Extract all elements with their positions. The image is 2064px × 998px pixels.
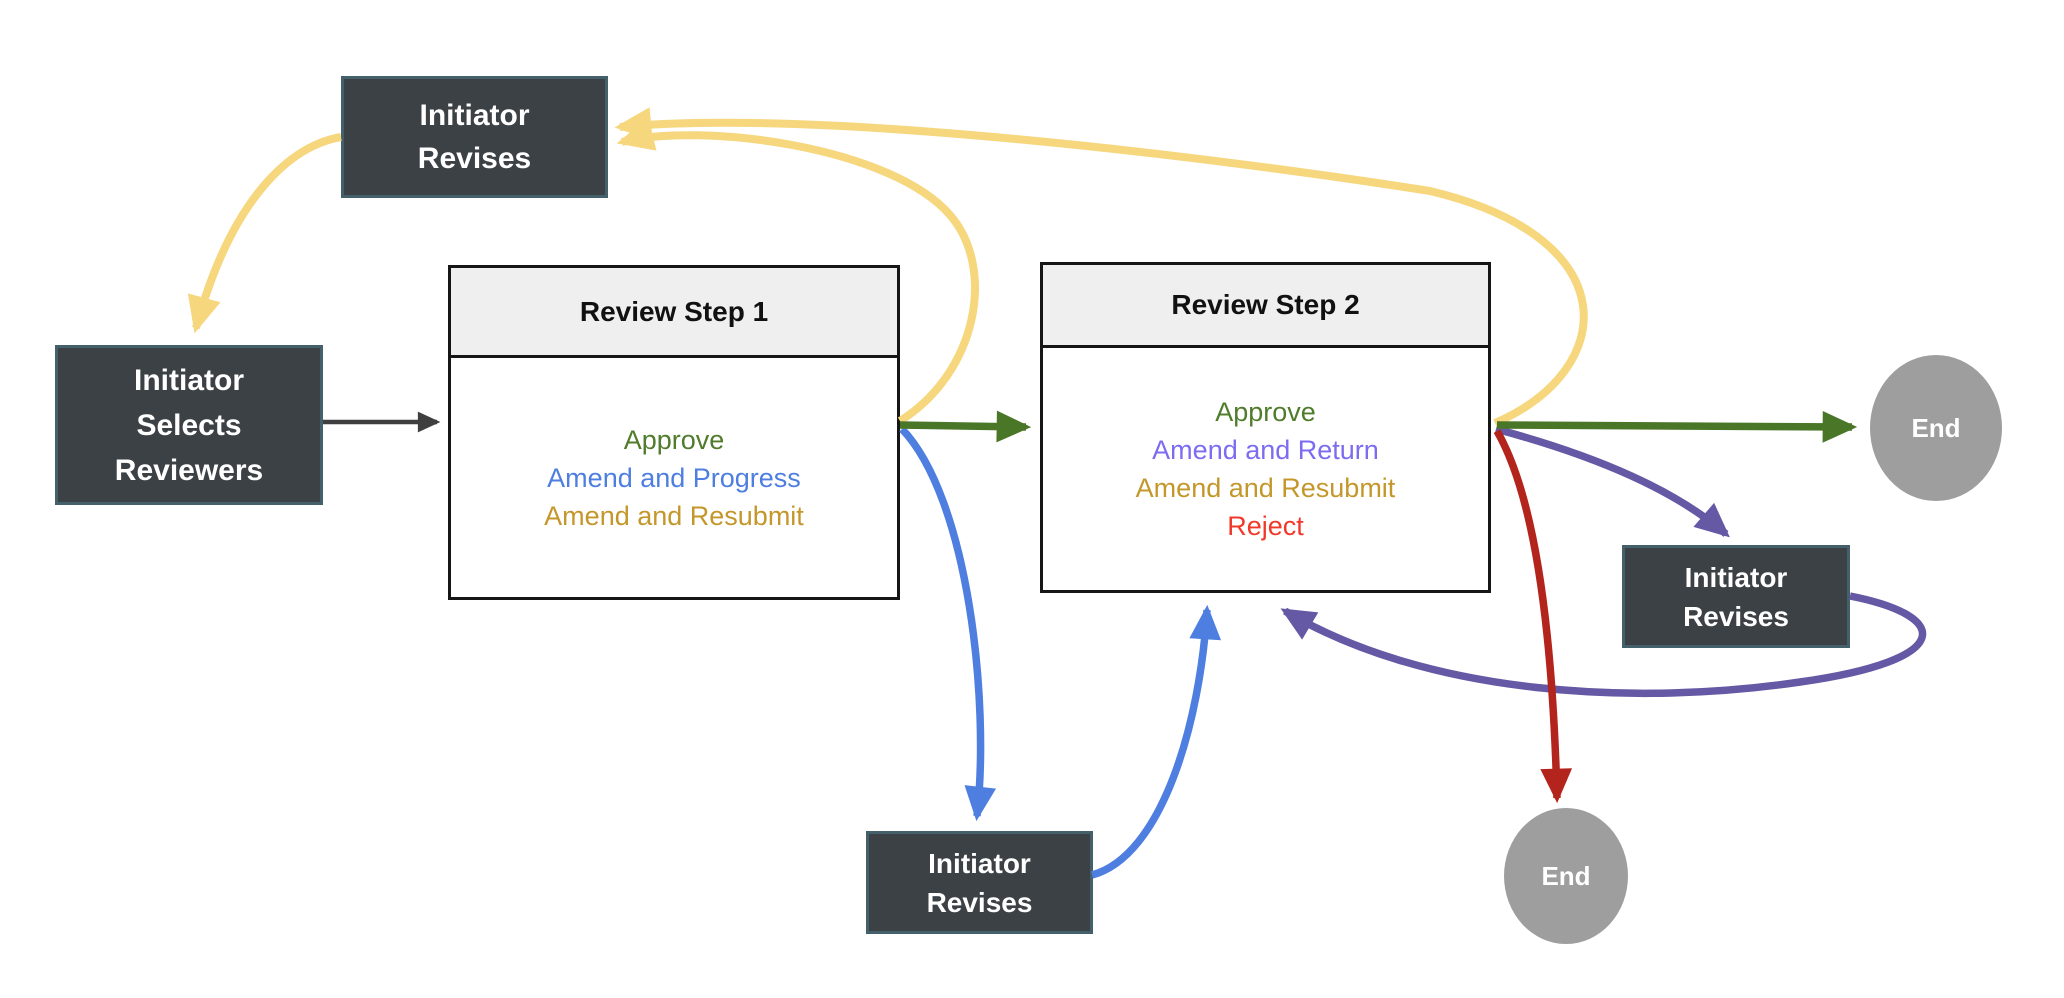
node-end-bottom: End [1504, 808, 1628, 944]
node-end-top: End [1870, 355, 2002, 501]
node-label-line: Initiator [928, 847, 1031, 879]
node-label-line: Initiator [419, 99, 530, 132]
end-label: End [1911, 412, 1961, 443]
edge-review2-return-to-revises-right [1495, 425, 1730, 538]
review-step-1-title: Review Step 1 [579, 295, 769, 327]
node-initiator-revises-bottom: Initiator Revises [866, 831, 1093, 934]
edge-review2-reject-to-end [1493, 429, 1573, 804]
review-step-2-header: Review Step 2 [1043, 265, 1488, 348]
node-initiator-revises-top: Initiator Revises [341, 76, 608, 198]
node-label-line: Revises [1683, 600, 1789, 632]
node-initiator-revises-right: Initiator Revises [1622, 545, 1850, 648]
node-label-line: Revises [417, 142, 532, 175]
node-review-step-1: Review Step 1 Approve Amend and Progress… [448, 265, 900, 600]
option-amend-and-return: Amend and Return [1152, 435, 1379, 465]
node-label-line: Selects [136, 408, 242, 442]
option-approve: Approve [1215, 397, 1316, 427]
node-label-line: Initiator [134, 363, 244, 397]
option-amend-and-resubmit: Amend and Resubmit [1135, 473, 1396, 503]
node-label-line: Reviewers [114, 453, 264, 487]
edge-review1-approve-to-review2 [899, 410, 1032, 443]
review-step-2-options: Approve Amend and Return Amend and Resub… [1043, 348, 1488, 590]
review-step-1-options: Approve Amend and Progress Amend and Res… [451, 358, 897, 597]
node-review-step-2: Review Step 2 Approve Amend and Return A… [1040, 262, 1491, 593]
option-approve: Approve [623, 424, 725, 455]
review-step-1-header: Review Step 1 [451, 268, 897, 358]
option-amend-and-resubmit: Amend and Resubmit [544, 500, 804, 531]
edge-revises-bottom-to-review2 [1090, 604, 1222, 879]
node-label-line: Revises [926, 886, 1033, 918]
option-reject: Reject [1227, 511, 1304, 541]
edge-review1-progress-to-revises-bottom [899, 426, 997, 822]
review-step-2-title: Review Step 2 [1171, 289, 1360, 320]
edge-review2-approve-to-end [1496, 410, 1858, 443]
edge-revises-top-to-selects [187, 133, 342, 334]
node-label-line: Initiator [1684, 561, 1788, 593]
option-amend-and-progress: Amend and Progress [547, 462, 801, 493]
node-initiator-selects-reviewers: Initiator Selects Reviewers [55, 345, 323, 505]
end-label: End [1541, 860, 1591, 891]
